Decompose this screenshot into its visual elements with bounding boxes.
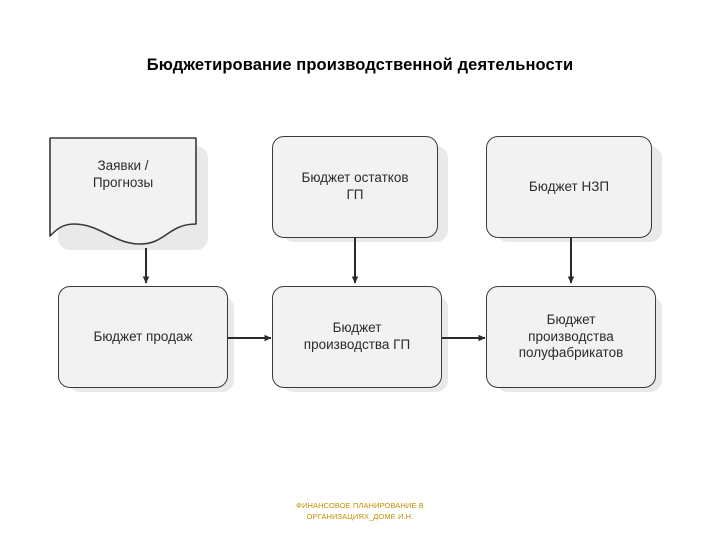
node-requests[interactable]: Заявки / Прогнозы bbox=[48, 136, 198, 248]
node-wip-budget[interactable]: Бюджет НЗП bbox=[486, 136, 652, 238]
node-sales-budget[interactable]: Бюджет продаж bbox=[58, 286, 228, 388]
document-shape-icon bbox=[49, 137, 197, 245]
node-stock-budget[interactable]: Бюджет остатков ГП bbox=[272, 136, 438, 238]
node-wip-budget-label: Бюджет НЗП bbox=[528, 178, 610, 194]
node-semi-production-label: Бюджет производства полуфабрикатов bbox=[518, 311, 624, 361]
footer-line-1: ФИНАНСОВОЕ ПЛАНИРОВАНИЕ В bbox=[296, 501, 424, 510]
node-sales-budget-label: Бюджет продаж bbox=[93, 328, 193, 344]
node-fg-production[interactable]: Бюджет производства ГП bbox=[272, 286, 442, 388]
slide-footer: ФИНАНСОВОЕ ПЛАНИРОВАНИЕ В ОРГАНИЗАЦИЯХ_Д… bbox=[0, 500, 720, 523]
node-requests-label: Заявки / Прогнозы bbox=[92, 158, 154, 190]
footer-line-2: ОРГАНИЗАЦИЯХ_ДОМЕ И.Н. bbox=[306, 512, 414, 522]
node-stock-budget-label: Бюджет остатков ГП bbox=[301, 170, 409, 202]
node-semi-production[interactable]: Бюджет производства полуфабрикатов bbox=[486, 286, 656, 388]
node-fg-production-label: Бюджет производства ГП bbox=[303, 320, 411, 352]
page-title: Бюджетирование производственной деятельн… bbox=[146, 56, 574, 74]
